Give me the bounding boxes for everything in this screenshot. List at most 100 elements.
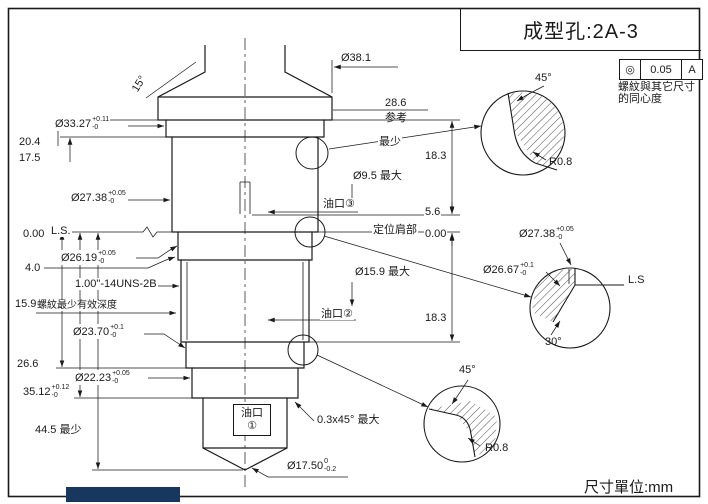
leader-chamfer-tip <box>294 401 315 422</box>
dim-tolerance: +0.05 -0 <box>112 370 130 385</box>
tol-lower: -0 <box>92 123 99 131</box>
dim-value: Ø17.50 <box>287 459 324 472</box>
tol-upper: +0.05 <box>112 370 130 377</box>
tol-lower: -0 <box>556 233 563 241</box>
radius-leader <box>532 151 547 161</box>
leader-dia-17-50 <box>251 467 348 478</box>
sheet-border <box>7 7 701 498</box>
detail-circle <box>423 385 501 463</box>
angle-45-leader <box>516 85 545 102</box>
label-dia-27-38: Ø27.38 +0.05 -0 <box>70 190 127 206</box>
tol-upper: +0.05 <box>108 190 126 197</box>
detail-circle <box>480 90 566 176</box>
label-datum-ls-left: L.S. <box>50 225 72 238</box>
label-oil-port-3: 油口③ <box>322 198 356 211</box>
tol-upper: 0 <box>324 458 328 465</box>
hatch-region <box>508 92 564 170</box>
dim-value: Ø23.70 <box>73 325 110 338</box>
leader-to-detail-middle <box>323 235 532 298</box>
detail-edge <box>552 268 624 323</box>
detail-edge <box>428 408 476 458</box>
label-18-3-lower: 18.3 <box>424 312 448 325</box>
hatch-region <box>429 401 497 457</box>
detail-view-bottom <box>423 379 501 463</box>
detail-bottom-angle-label: 45° <box>459 364 476 376</box>
detail-middle-dia-27-38: Ø27.38 +0.05 -0 <box>518 226 575 242</box>
leader-dia-26-19 <box>136 245 178 259</box>
oil-port-1-line2: ① <box>247 420 257 432</box>
thread-minor-lines <box>186 262 304 340</box>
label-26-6: 26.6 <box>16 358 40 371</box>
dim-tolerance: +0.05 -0 <box>556 226 574 241</box>
tol-upper: +0.05 <box>556 226 574 233</box>
dimension-lines <box>36 60 532 478</box>
label-dia-22-23: Ø22.23 +0.05 -0 <box>74 370 131 386</box>
dim-value: Ø26.67 <box>483 263 520 276</box>
tolerance-note-line1: 螺紋與其它尺寸 <box>618 81 695 93</box>
geometric-tolerance-frame: ◎ 0.05 A <box>619 59 703 80</box>
dim-value: 35.12 <box>23 385 51 398</box>
step-lines <box>158 96 332 449</box>
label-28-6-note: 参考 <box>385 112 407 124</box>
label-dia-26-19: Ø26.19 +0.05 -0 <box>60 250 117 266</box>
dim-tolerance: +0.11 -0 <box>92 116 109 131</box>
detail-middle-dia-26-67: Ø26.67 +0.1 -0 <box>482 262 535 278</box>
tol-upper: +0.12 <box>51 384 70 391</box>
oil-port-hole <box>239 181 251 214</box>
angle-30-leader <box>550 320 561 336</box>
label-20-4: 20.4 <box>18 136 42 149</box>
dim-tolerance: +0.12 -0 <box>52 384 70 399</box>
leader-dia-23-70 <box>144 333 186 349</box>
dim-tolerance: +0.05 -0 <box>108 190 126 205</box>
tolerance-note-line2: 的同心度 <box>618 93 662 105</box>
label-dia-15-9: Ø15.9 最大 <box>354 266 412 279</box>
radius-leader <box>467 437 481 447</box>
label-15-9: 15.9 <box>14 298 38 311</box>
detail-marker-circles <box>287 136 329 366</box>
detail-bottom-radius-label: R0.8 <box>485 442 509 454</box>
detail-middle-ls-label: L.S <box>628 274 645 286</box>
detail-middle-angle-label: 30° <box>545 336 562 348</box>
detail-view-middle <box>529 242 624 349</box>
detail-top-angle-label: 45° <box>535 72 552 84</box>
dim-tolerance: +0.1 -0 <box>110 324 124 339</box>
label-4-0: 4.0 <box>24 262 42 275</box>
tolerance-value: 0.05 <box>641 60 682 79</box>
tol-lower: -0.2 <box>324 465 337 473</box>
dim-tolerance: +0.05 -0 <box>98 250 116 265</box>
detail-marker-top <box>295 136 329 170</box>
label-dia-33-27: Ø33.27 +0.11 -0 <box>54 116 111 132</box>
label-dia-17-50: Ø17.50 0 -0.2 <box>286 458 338 474</box>
dim-value: Ø26.19 <box>61 251 98 264</box>
tol-lower: -0 <box>520 269 527 277</box>
title-block: 成型孔:2A-3 <box>460 9 701 51</box>
hatch-region <box>532 269 575 322</box>
label-datum-zero-left: 0.00 <box>22 228 46 241</box>
tol-lower: -0 <box>110 331 117 339</box>
label-28-6: 28.6 <box>385 97 407 109</box>
detail-edge <box>507 92 558 171</box>
oil-port-1-line1: 油口 <box>241 407 263 420</box>
concentricity-icon: ◎ <box>620 60 641 79</box>
label-18-3-upper: 18.3 <box>424 150 448 163</box>
oil-port-1-box: 油口 ① <box>233 404 271 436</box>
dim-value: Ø27.38 <box>519 227 556 240</box>
label-dia-23-70: Ø23.70 +0.1 -0 <box>72 324 125 340</box>
label-shoulder: 定位肩部 <box>372 224 418 237</box>
dim-value: Ø27.38 <box>71 191 108 204</box>
detail-view-top <box>480 85 566 176</box>
label-chamfer-tip: 0.3x45° 最大 <box>316 414 381 427</box>
drawing-title: 成型孔:2A-3 <box>523 21 639 43</box>
label-dia-9-5: Ø9.5 最大 <box>352 170 403 183</box>
bottom-left-blue-bar <box>66 487 180 502</box>
detail-marker-bottom <box>287 334 319 366</box>
tol-lower: -0 <box>108 197 115 205</box>
label-oil-port-2: 油口② <box>320 308 354 321</box>
leader-to-detail-top <box>328 124 482 150</box>
label-datum-zero-right: 0.00 <box>424 228 448 241</box>
thread-and-hole-lines <box>186 181 304 340</box>
dia-26-67-leader <box>545 271 561 287</box>
angle-45-leader <box>451 379 469 405</box>
